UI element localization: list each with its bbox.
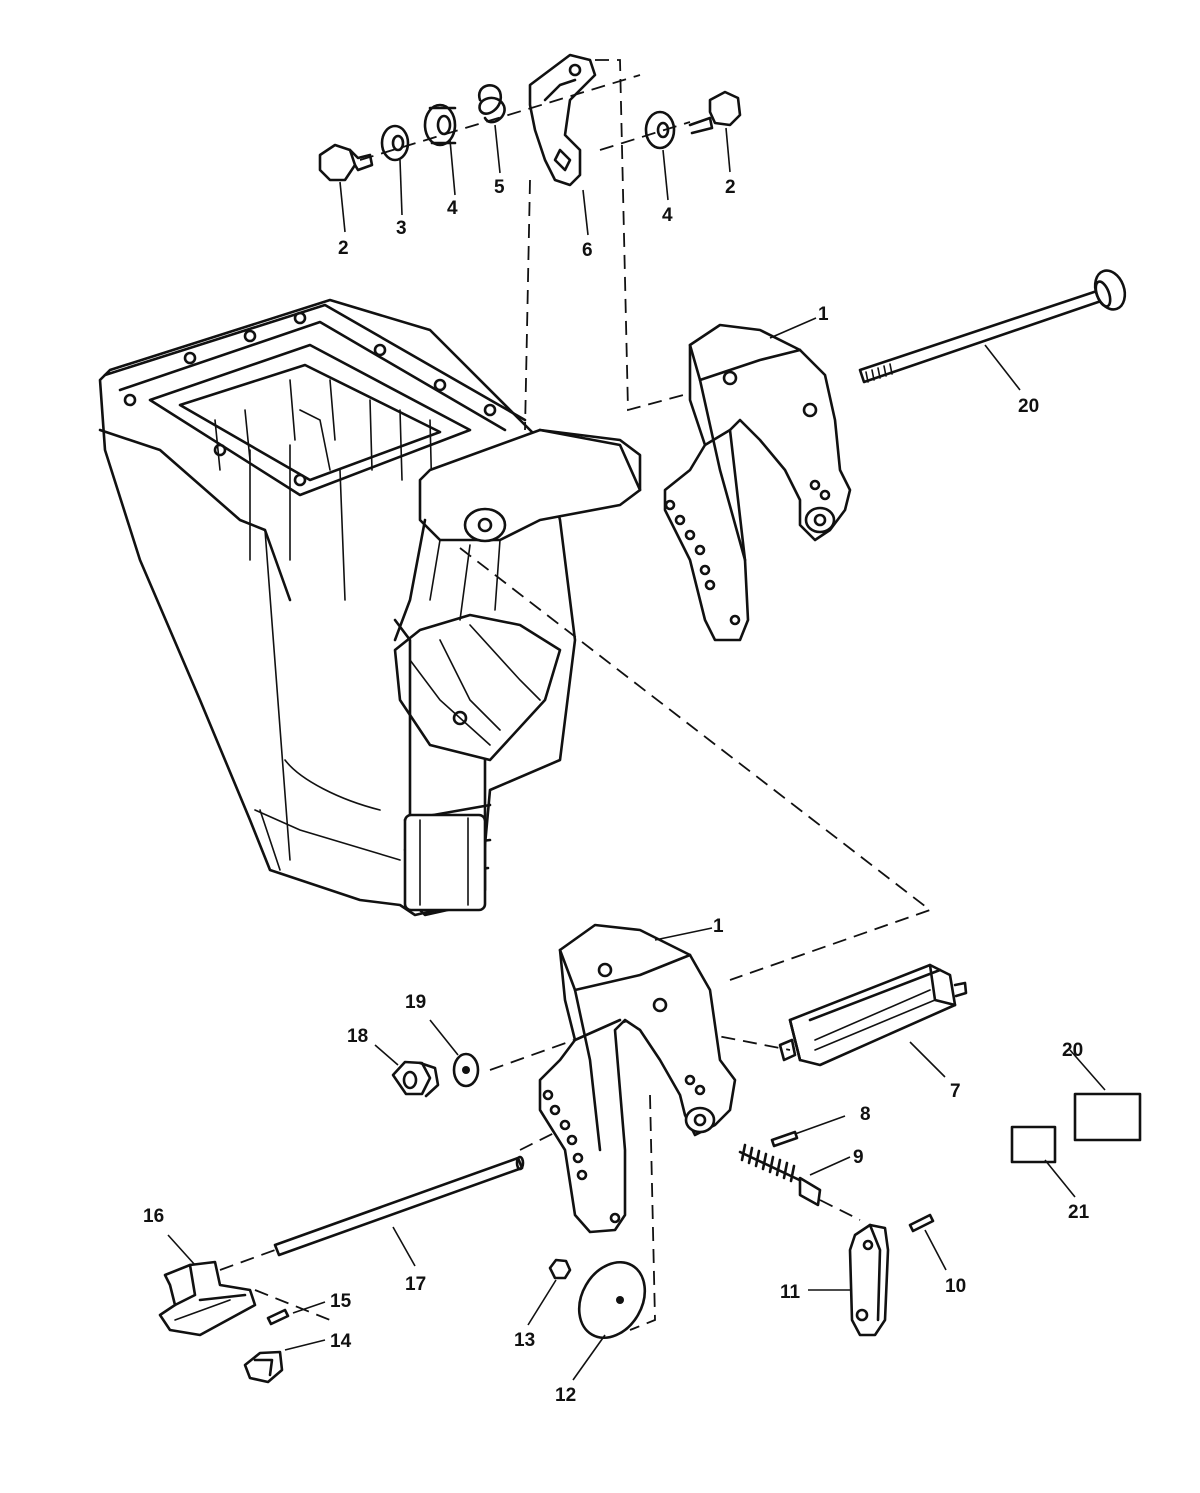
callout-3: 3 <box>396 218 407 239</box>
clamp-bracket-upper <box>663 323 852 642</box>
hardware-row-top <box>318 53 742 187</box>
callout-19: 19 <box>405 992 426 1013</box>
callout-14: 14 <box>330 1331 352 1352</box>
callout-15: 15 <box>330 1291 352 1312</box>
callout-17: 17 <box>405 1274 426 1295</box>
callout-12: 12 <box>555 1385 576 1406</box>
callout-21: 21 <box>1068 1202 1090 1223</box>
callout-18: 18 <box>347 1026 368 1047</box>
callout-8: 8 <box>860 1104 871 1125</box>
callout-4-right: 4 <box>662 205 673 226</box>
callout-labels: 2 3 4 5 6 4 2 1 20 1 7 8 9 10 11 12 13 1… <box>143 177 1090 1406</box>
callout-7: 7 <box>950 1081 961 1102</box>
assembly-guide-lines <box>219 59 932 1331</box>
callout-13: 13 <box>514 1330 535 1351</box>
callout-11: 11 <box>780 1282 801 1303</box>
latch-bracket <box>158 1260 290 1384</box>
callout-20-upper: 20 <box>1018 396 1039 417</box>
clamp-bracket-lower <box>538 923 737 1234</box>
driveshaft-housing <box>98 298 642 917</box>
tilt-lever-parts <box>738 1130 935 1337</box>
callout-4-left: 4 <box>447 198 458 219</box>
nut-washer <box>391 1052 480 1098</box>
callout-1-upper: 1 <box>818 304 829 325</box>
callout-5: 5 <box>494 177 505 198</box>
cap-disc <box>548 1258 647 1340</box>
leader-lines <box>167 124 1106 1381</box>
callout-10: 10 <box>945 1276 966 1297</box>
callout-9: 9 <box>853 1147 864 1168</box>
callout-20-decal: 20 <box>1062 1040 1083 1061</box>
tilt-tube <box>778 963 968 1067</box>
callout-2-left: 2 <box>338 238 349 259</box>
callout-2-right: 2 <box>725 177 736 198</box>
rod <box>273 1155 525 1257</box>
callout-6: 6 <box>582 240 593 261</box>
callout-1-lower: 1 <box>713 916 724 937</box>
through-bolt <box>858 269 1127 384</box>
callout-16: 16 <box>143 1206 164 1227</box>
decals <box>1010 1092 1142 1164</box>
